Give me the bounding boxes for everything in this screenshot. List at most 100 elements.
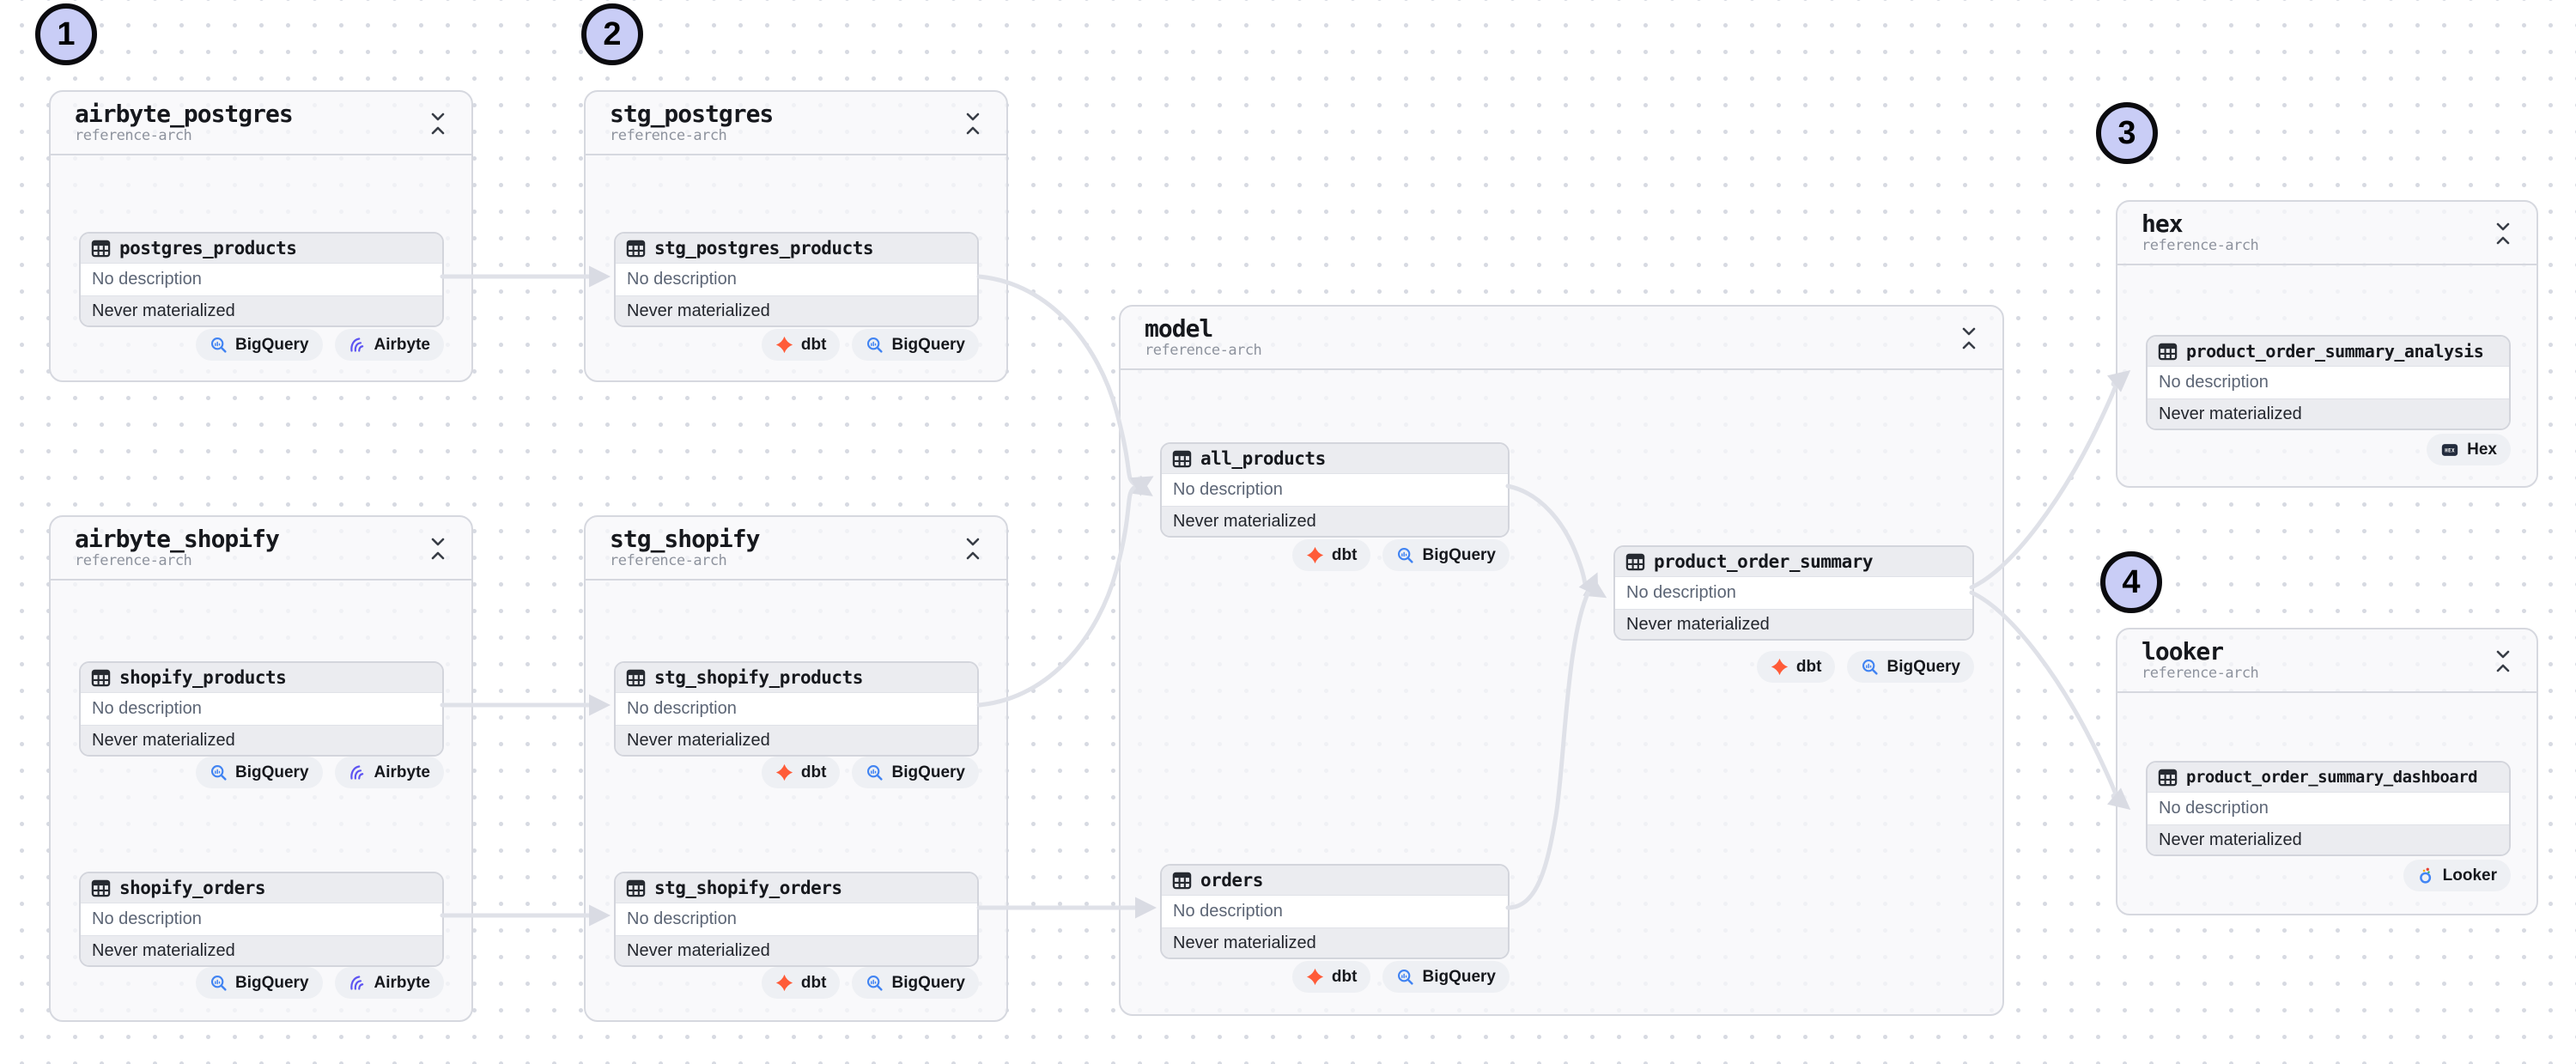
dbt-icon xyxy=(1306,968,1324,986)
svg-text:HEX: HEX xyxy=(2445,447,2455,453)
badge-label: BigQuery xyxy=(891,335,965,354)
asset-card-header: stg_shopify_products xyxy=(616,663,977,692)
bigquery-icon xyxy=(867,765,884,781)
badge-bigquery: BigQuery xyxy=(852,967,979,999)
asset-name: postgres_products xyxy=(119,238,297,258)
asset-name: product_order_summary_analysis xyxy=(2186,341,2484,362)
bigquery-icon xyxy=(1398,970,1414,985)
group-title: stg_shopify xyxy=(610,525,760,553)
table-icon xyxy=(91,879,111,897)
asset-card-header: postgres_products xyxy=(81,234,442,263)
badge-label: Airbyte xyxy=(374,335,430,354)
badge-label: BigQuery xyxy=(891,763,965,781)
asset-badge-row: BigQuery Airbyte xyxy=(79,757,444,788)
badge-bigquery: BigQuery xyxy=(1382,961,1510,993)
looker-icon xyxy=(2419,867,2431,884)
asset-description: No description xyxy=(81,692,442,726)
collapse-group-button[interactable] xyxy=(962,111,984,137)
group-header: airbyte_postgres reference-arch xyxy=(51,92,471,155)
table-icon xyxy=(91,669,111,686)
asset-card-product-order-summary-dashboard[interactable]: product_order_summary_dashboard No descr… xyxy=(2146,761,2511,856)
asset-card-shopify-orders[interactable]: shopify_orders No description Never mate… xyxy=(79,872,444,967)
asset-card-stg-postgres-products[interactable]: stg_postgres_products No description Nev… xyxy=(614,232,979,327)
group-looker[interactable]: looker reference-arch product_order_summ… xyxy=(2116,628,2538,915)
group-title: airbyte_shopify xyxy=(75,525,280,553)
badge-bigquery: BigQuery xyxy=(196,967,323,999)
asset-name: product_order_summary xyxy=(1654,551,1874,572)
asset-badge-row: BigQuery Airbyte xyxy=(79,967,444,999)
badge-label: dbt xyxy=(1331,967,1358,986)
badge-bigquery: BigQuery xyxy=(196,329,323,361)
group-subtitle: reference-arch xyxy=(75,127,192,144)
badge-dbt: dbt xyxy=(1291,539,1371,571)
bigquery-icon xyxy=(1398,548,1414,563)
asset-card-postgres-products[interactable]: postgres_products No description Never m… xyxy=(79,232,444,327)
asset-description: No description xyxy=(616,263,977,296)
group-header: stg_postgres reference-arch xyxy=(586,92,1006,155)
asset-name: product_order_summary_dashboard xyxy=(2186,768,2478,787)
badge-bigquery: BigQuery xyxy=(852,757,979,788)
asset-card-all-products[interactable]: all_products No description Never materi… xyxy=(1160,442,1510,538)
asset-card-product-order-summary[interactable]: product_order_summary No description Nev… xyxy=(1613,545,1974,641)
bigquery-icon xyxy=(867,976,884,991)
group-airbyte-shopify[interactable]: airbyte_shopify reference-arch shopify_p… xyxy=(49,515,473,1022)
badge-airbyte: Airbyte xyxy=(334,967,444,999)
group-airbyte-postgres[interactable]: airbyte_postgres reference-arch postgres… xyxy=(49,90,473,382)
badge-dbt: dbt xyxy=(1756,651,1836,683)
group-subtitle: reference-arch xyxy=(610,552,727,569)
asset-card-orders[interactable]: orders No description Never materialized xyxy=(1160,864,1510,959)
asset-card-stg-shopify-orders[interactable]: stg_shopify_orders No description Never … xyxy=(614,872,979,967)
collapse-group-button[interactable] xyxy=(2492,221,2514,246)
badge-label: BigQuery xyxy=(891,973,965,992)
table-icon xyxy=(2158,769,2178,786)
asset-card-header: all_products xyxy=(1162,444,1508,473)
asset-card-shopify-products[interactable]: shopify_products No description Never ma… xyxy=(79,661,444,757)
asset-name: shopify_orders xyxy=(119,878,266,898)
asset-status: Never materialized xyxy=(616,726,977,755)
group-stg-postgres[interactable]: stg_postgres reference-arch stg_postgres… xyxy=(584,90,1008,382)
badge-label: Hex xyxy=(2467,440,2497,459)
annotation-marker-3: 3 xyxy=(2096,102,2158,164)
group-model[interactable]: model reference-arch all_products No des… xyxy=(1119,305,2004,1016)
bigquery-icon xyxy=(211,765,227,781)
collapse-group-button[interactable] xyxy=(1958,325,1980,351)
group-header: airbyte_shopify reference-arch xyxy=(51,517,471,581)
asset-badge-row: dbt BigQuery xyxy=(1613,651,1974,683)
badge-dbt: dbt xyxy=(1291,961,1371,993)
table-icon xyxy=(1172,872,1192,889)
collapse-vertical-icon xyxy=(2496,650,2510,672)
badge-label: BigQuery xyxy=(235,763,309,781)
asset-card-header: stg_shopify_orders xyxy=(616,873,977,903)
badge-bigquery: BigQuery xyxy=(1847,651,1974,683)
asset-description: No description xyxy=(616,692,977,726)
group-hex[interactable]: hex reference-arch product_order_summary… xyxy=(2116,200,2538,488)
collapse-group-button[interactable] xyxy=(427,536,449,562)
asset-card-product-order-summary-analysis[interactable]: product_order_summary_analysis No descri… xyxy=(2146,335,2511,430)
asset-card-header: orders xyxy=(1162,866,1508,895)
badge-label: dbt xyxy=(1331,545,1358,564)
badge-label: Airbyte xyxy=(374,763,430,781)
asset-card-stg-shopify-products[interactable]: stg_shopify_products No description Neve… xyxy=(614,661,979,757)
collapse-group-button[interactable] xyxy=(2492,648,2514,674)
badge-label: dbt xyxy=(800,335,827,354)
bigquery-icon xyxy=(211,976,227,991)
badge-label: Airbyte xyxy=(374,973,430,992)
badge-airbyte: Airbyte xyxy=(334,757,444,788)
asset-description: No description xyxy=(616,903,977,936)
group-subtitle: reference-arch xyxy=(610,127,727,144)
group-title: stg_postgres xyxy=(610,100,774,128)
asset-badge-row: dbt BigQuery xyxy=(1160,961,1510,993)
table-icon xyxy=(91,240,111,257)
collapse-group-button[interactable] xyxy=(962,536,984,562)
group-stg-shopify[interactable]: stg_shopify reference-arch stg_shopify_p… xyxy=(584,515,1008,1022)
dbt-icon xyxy=(1306,546,1324,564)
asset-badge-row: dbt BigQuery xyxy=(614,967,979,999)
collapse-group-button[interactable] xyxy=(427,111,449,137)
asset-badge-row: HEX Hex xyxy=(2146,434,2511,465)
badge-label: BigQuery xyxy=(1886,657,1960,676)
asset-description: No description xyxy=(1615,576,1972,610)
asset-badge-row: Looker xyxy=(2146,860,2511,891)
airbyte-icon xyxy=(349,337,363,352)
table-icon xyxy=(1172,450,1192,467)
